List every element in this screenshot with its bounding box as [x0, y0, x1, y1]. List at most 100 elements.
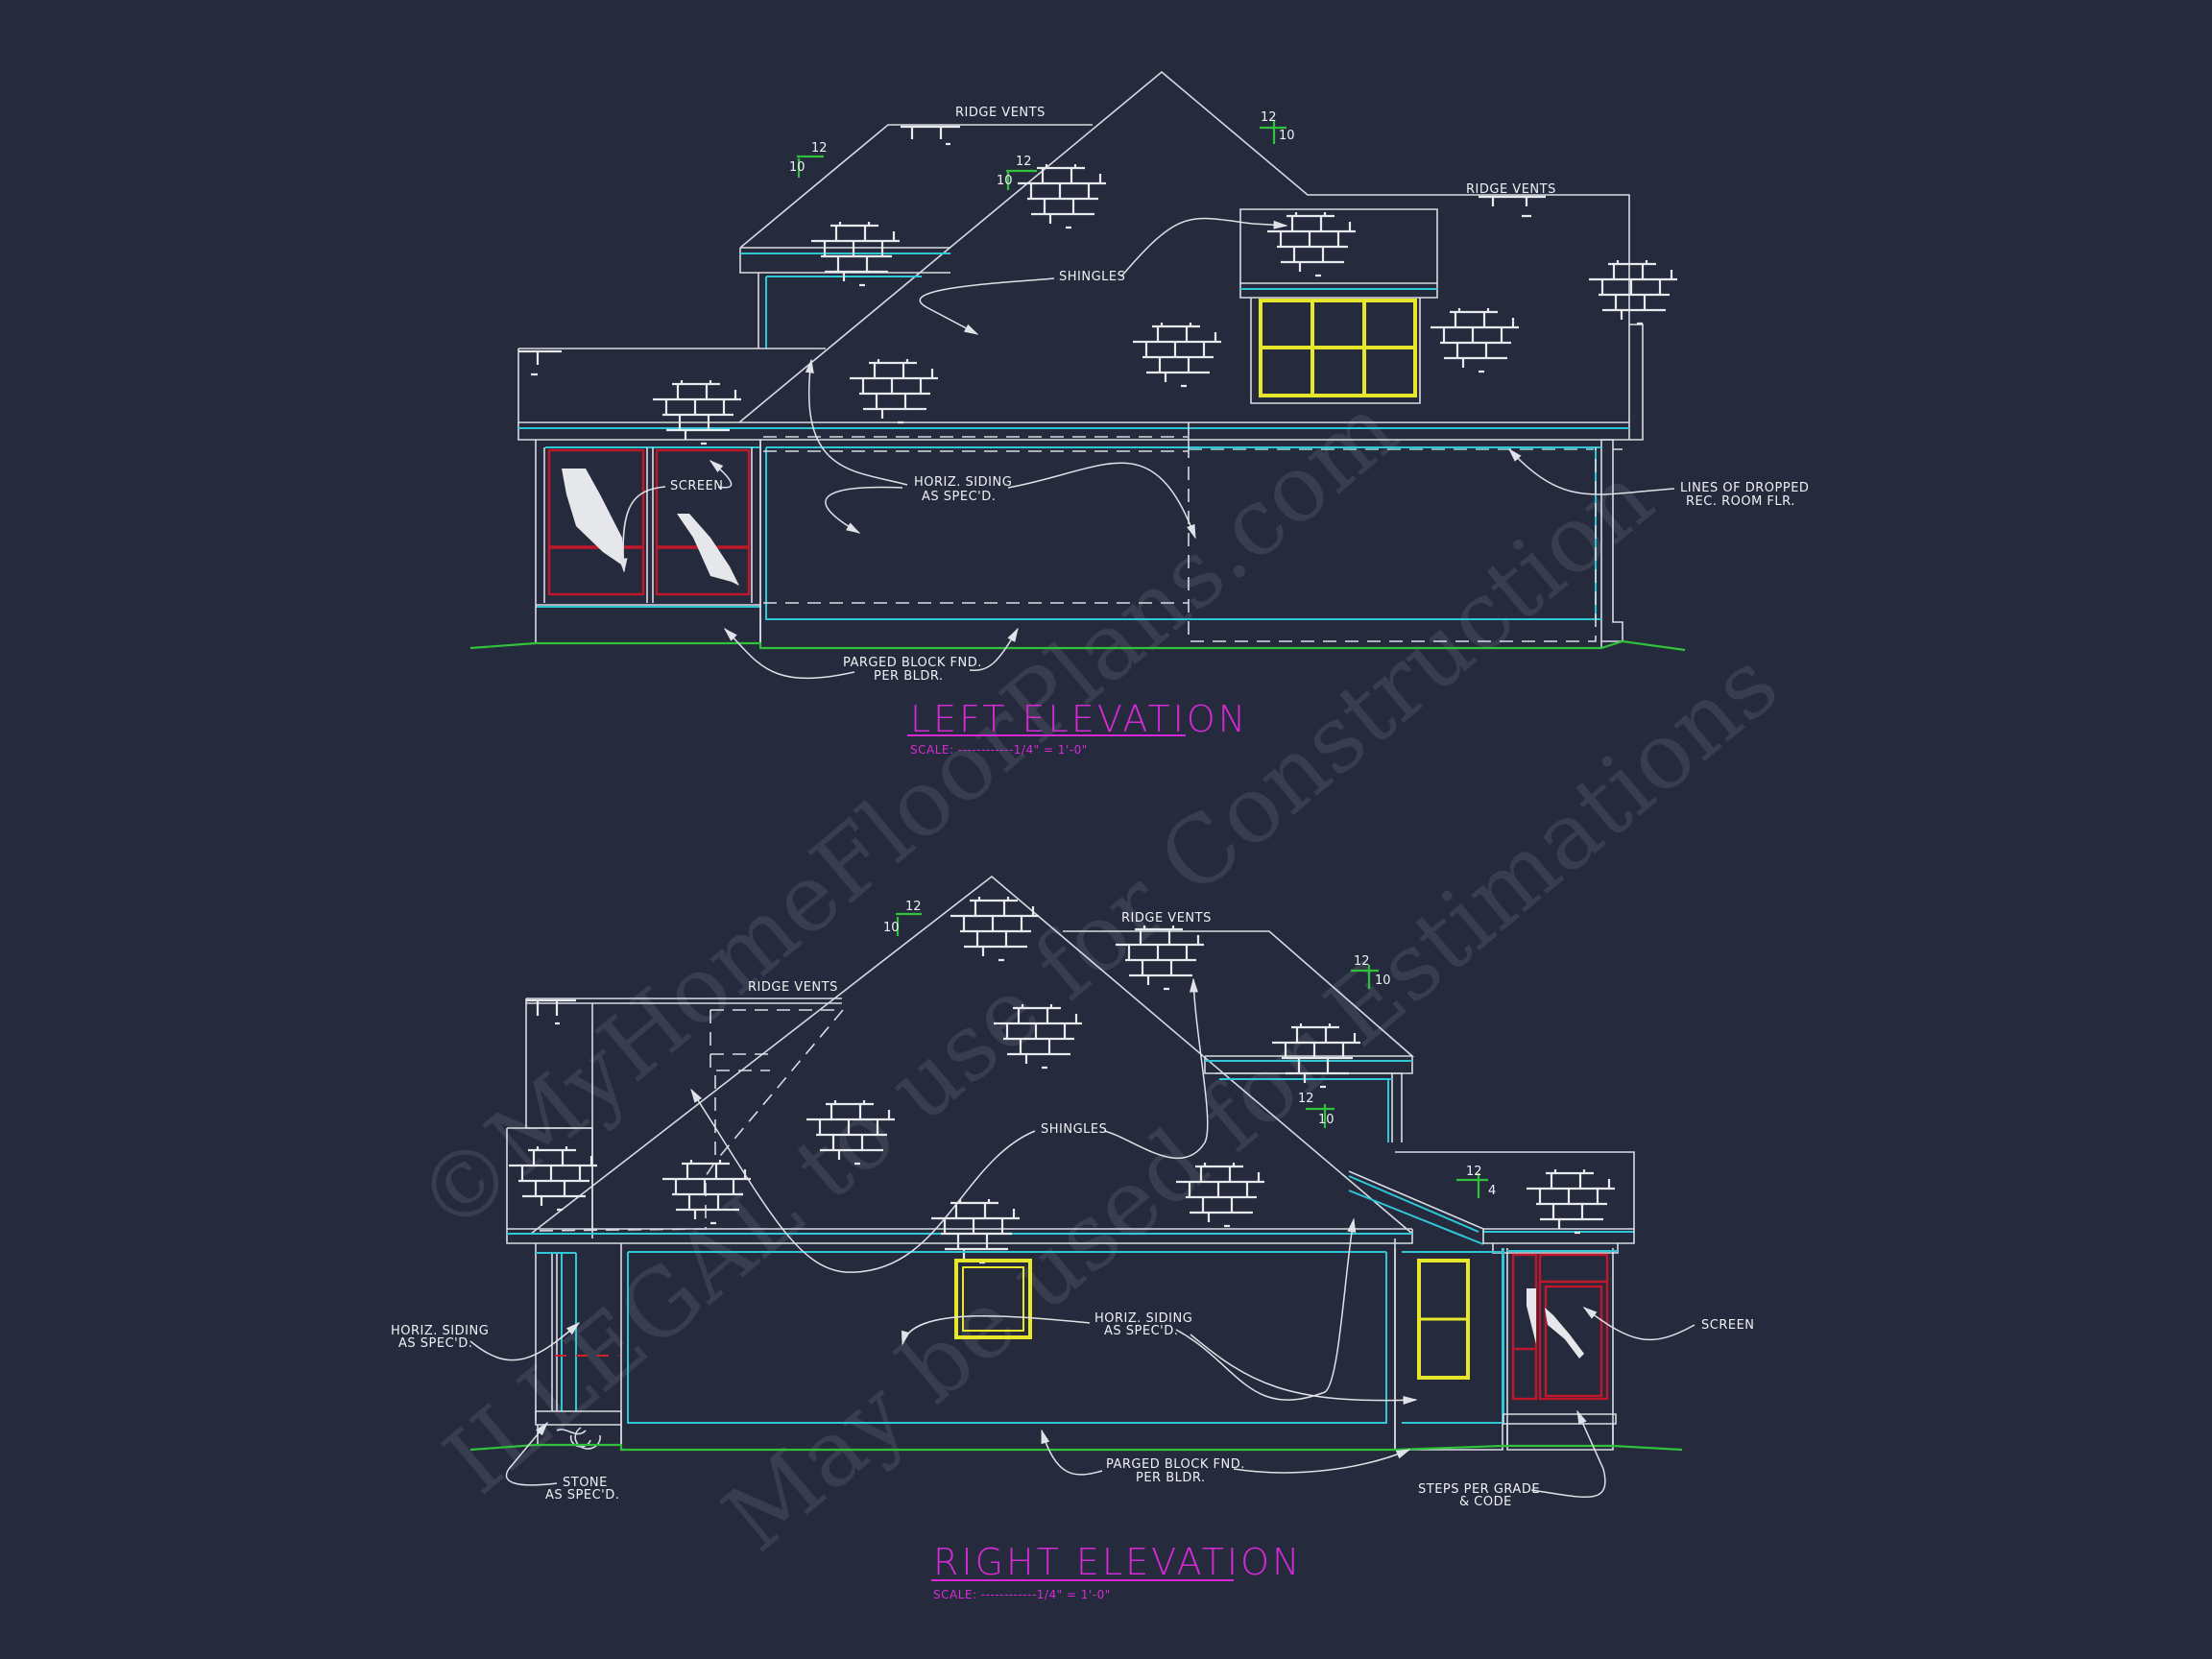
pitch-symbol: 12 10 — [1298, 1092, 1334, 1128]
steps — [1503, 1413, 1617, 1445]
screen-hatch — [677, 514, 739, 586]
corner-post — [1601, 439, 1623, 642]
pitch-symbol: 12 10 — [883, 900, 922, 936]
left-elevation: 12 10 12 10 12 10 RIDGE VENTS RIDGE VENT… — [469, 70, 1809, 757]
horiz-siding-label: AS SPEC'D. — [1104, 1324, 1178, 1338]
svg-text:12: 12 — [811, 141, 828, 156]
steps-label: STEPS PER GRADE — [1418, 1482, 1540, 1497]
horiz-siding-label: AS SPEC'D. — [398, 1336, 472, 1351]
porch-foundation — [535, 605, 761, 643]
left-elevation-title: LEFT ELEVATION — [910, 698, 1248, 740]
leader-line — [1007, 462, 1196, 540]
main-wall — [759, 440, 1602, 648]
horiz-siding-label: HORIZ. SIDING — [1094, 1311, 1192, 1326]
stone-icon — [556, 1427, 601, 1450]
shingle-icon — [651, 378, 743, 445]
siding-trim — [627, 1251, 1387, 1424]
shingle-icon — [1429, 306, 1521, 373]
grade-line — [469, 639, 1686, 652]
screen-label: SCREEN — [1701, 1318, 1755, 1333]
leader-line — [618, 486, 666, 573]
svg-text:10: 10 — [997, 174, 1013, 188]
ridge-vent — [901, 125, 960, 146]
window — [954, 1259, 1032, 1339]
stone-label: STONE — [563, 1476, 608, 1490]
side-wall — [1394, 1248, 1503, 1451]
horiz-siding-label: HORIZ. SIDING — [914, 475, 1012, 490]
hidden-roof-line — [714, 1009, 844, 1163]
svg-text:10: 10 — [1375, 974, 1391, 988]
parged-block-label: PER BLDR. — [1136, 1471, 1206, 1485]
pitch-symbol: 12 10 — [1260, 110, 1295, 144]
porch-roof-trim — [1348, 1175, 1634, 1245]
horiz-siding-label: AS SPEC'D. — [922, 490, 996, 504]
wall-trim — [765, 276, 922, 349]
leader-line — [723, 627, 855, 680]
main-eave — [506, 1228, 1413, 1244]
shingle-icon — [848, 357, 940, 424]
shingle-icon — [1587, 258, 1679, 325]
parged-block-label: PER BLDR. — [874, 669, 944, 684]
screen-door — [1511, 1253, 1609, 1401]
main-gable-roof — [738, 70, 1630, 423]
porch-fascia — [1482, 1229, 1635, 1254]
shingle-icon — [1525, 1167, 1617, 1235]
upper-left-fascia — [739, 247, 950, 274]
leader-line — [1190, 1334, 1418, 1405]
leader-line — [1582, 1307, 1695, 1341]
leader-line — [825, 486, 903, 534]
ridge-vents-label: RIDGE VENTS — [748, 980, 838, 995]
main-fascia — [517, 422, 1630, 441]
main-gable-roof — [530, 875, 1413, 1235]
leader-line — [709, 460, 733, 489]
parged-block-label: PARGED BLOCK FND. — [843, 656, 982, 670]
hidden-roof-line — [532, 1009, 843, 1232]
svg-text:12: 12 — [1016, 155, 1032, 169]
pitch-symbol: 12 10 — [997, 155, 1037, 190]
leader-line — [805, 358, 908, 486]
ridge-vent — [526, 998, 576, 1025]
leader-line — [1175, 1217, 1357, 1401]
svg-text:10: 10 — [789, 160, 805, 175]
screen-door-frame — [1506, 1248, 1614, 1451]
upper-left-roof — [739, 124, 1093, 249]
shingles-label: SHINGLES — [1041, 1122, 1107, 1137]
leader-line — [505, 1421, 558, 1486]
side-trim — [1629, 324, 1644, 441]
right-elevation: 12 10 12 10 12 10 12 4 — [391, 875, 1755, 1601]
pitch-symbol: 12 10 — [789, 141, 828, 178]
ridge-vents-label: RIDGE VENTS — [955, 106, 1046, 120]
dormer-fascia — [1239, 283, 1438, 299]
leader-line — [1530, 1409, 1606, 1499]
screen-label: SCREEN — [670, 479, 724, 493]
leader-line — [1507, 447, 1675, 495]
shingle-icon — [1265, 210, 1358, 277]
ridge-vents-label: RIDGE VENTS — [1121, 911, 1212, 926]
dropped-floor-label: REC. ROOM FLR. — [1686, 494, 1795, 509]
svg-text:12: 12 — [1298, 1092, 1314, 1106]
leader-line — [969, 627, 1019, 671]
screen-hatch — [562, 469, 624, 566]
window — [1417, 1259, 1470, 1380]
shingle-icon — [1016, 162, 1108, 229]
ridge-vents-label: RIDGE VENTS — [1466, 182, 1556, 197]
right-upper-roof — [1063, 930, 1415, 1057]
wall-edge — [1215, 1072, 1403, 1142]
ridge-vent — [518, 349, 562, 376]
svg-text:12: 12 — [1261, 110, 1277, 125]
right-elevation-title: RIGHT ELEVATION — [933, 1541, 1302, 1583]
ridge-vent — [1479, 195, 1546, 218]
screen-hatch — [1527, 1288, 1536, 1344]
stone-label: AS SPEC'D. — [545, 1488, 619, 1503]
leader-line — [690, 1088, 1036, 1273]
leader-line — [1233, 1449, 1411, 1474]
leader-line — [469, 1322, 581, 1361]
grade-line — [469, 1443, 1683, 1452]
svg-text:10: 10 — [1318, 1113, 1334, 1127]
pitch-symbol: 12 10 — [1351, 954, 1391, 989]
svg-text:12: 12 — [1466, 1165, 1482, 1179]
screen-door-trim — [1503, 1248, 1618, 1414]
screen-hatch — [1545, 1308, 1584, 1358]
left-elevation-scale: SCALE: ------------1/4" = 1'-0" — [910, 743, 1088, 757]
